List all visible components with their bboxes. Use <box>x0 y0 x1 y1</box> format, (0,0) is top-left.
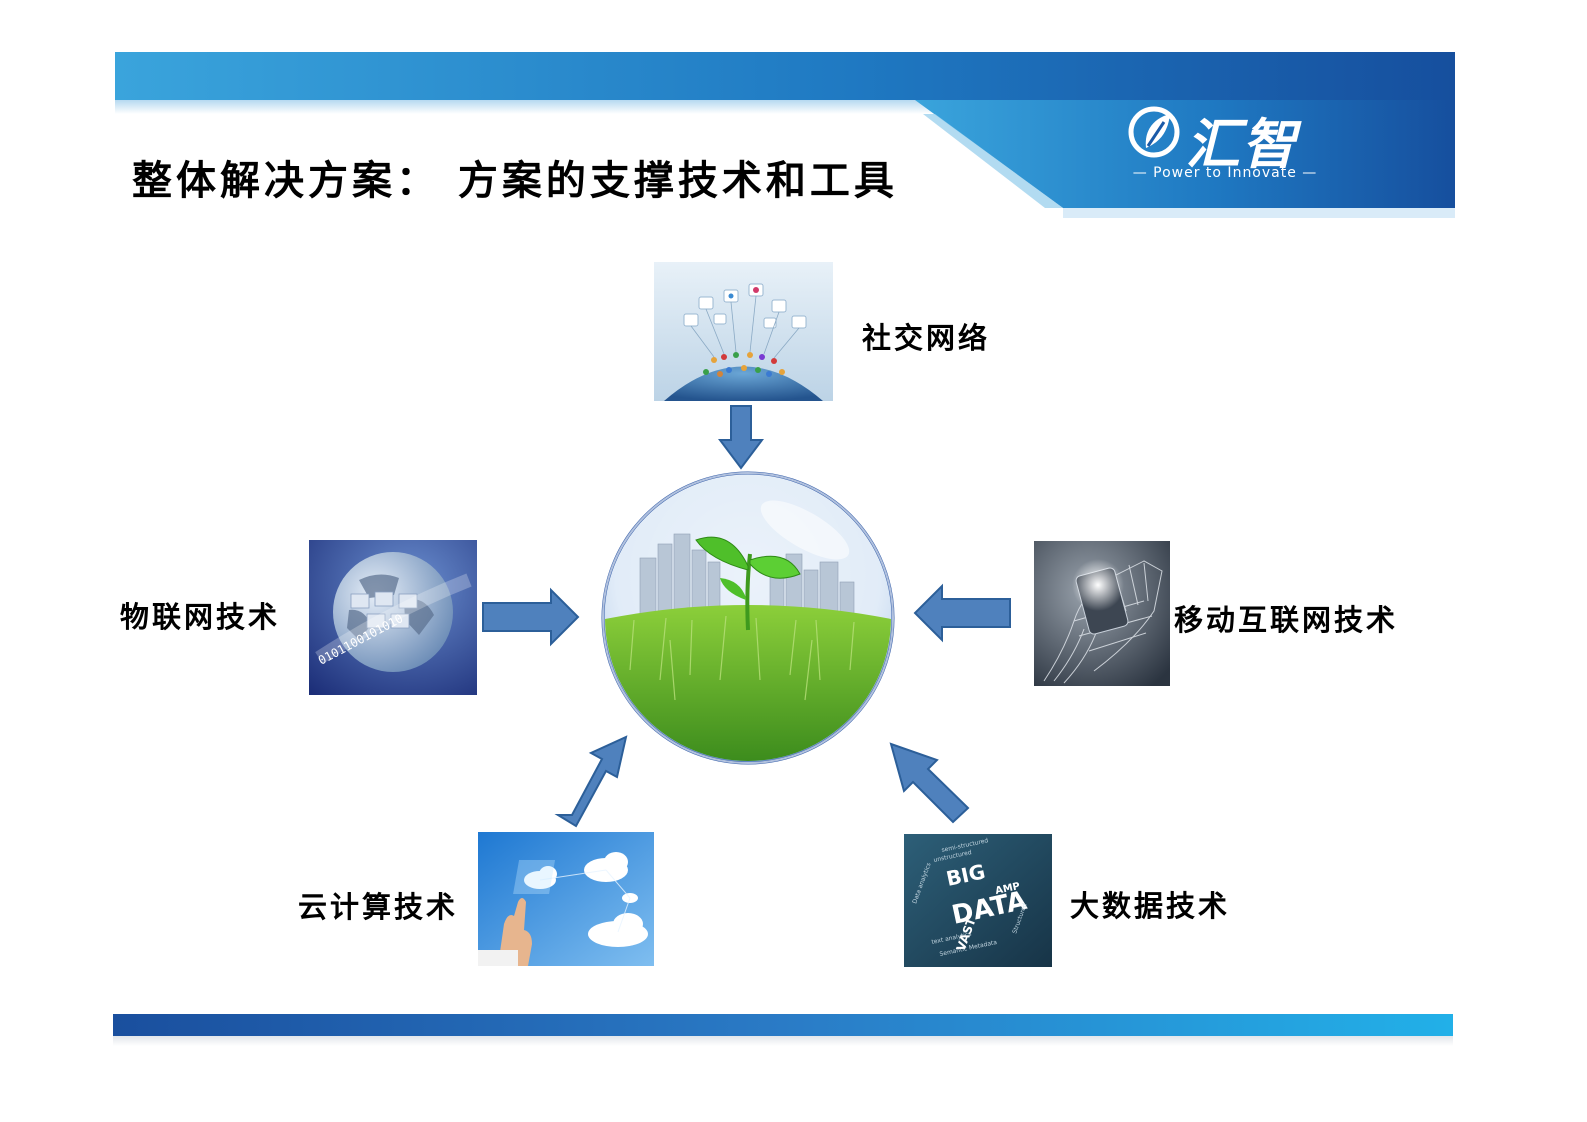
footer-shadow <box>113 1036 1453 1046</box>
iot-globe-image: 0101100101010 <box>309 540 477 695</box>
arrow-down-from-social <box>718 405 764 470</box>
green-city-sphere <box>601 471 895 765</box>
footer-bar <box>113 1014 1453 1036</box>
logo-leaf-icon <box>1128 106 1180 158</box>
header-banner <box>115 52 1455 218</box>
logo-tagline: — Power to Innovate — <box>1132 165 1318 181</box>
label-big-data: 大数据技术 <box>1070 889 1231 923</box>
label-social-network: 社交网络 <box>862 321 991 355</box>
page-title: 整体解决方案： 方案的支撑技术和工具 <box>132 157 898 204</box>
cloud-computing-image <box>478 832 654 966</box>
label-cloud-computing: 云计算技术 <box>298 890 459 924</box>
arrow-up-from-bigdata <box>889 742 970 824</box>
label-iot: 物联网技术 <box>120 600 281 634</box>
mobile-hand-image <box>1034 541 1170 686</box>
arrow-right-from-iot <box>482 587 580 647</box>
arrow-left-from-mobile <box>913 583 1011 643</box>
social-network-image <box>654 262 833 401</box>
logo-name: 汇智 <box>1186 113 1298 176</box>
big-data-image: BIG DATA AMP semi-structured unstructure… <box>904 834 1052 967</box>
label-mobile-internet: 移动互联网技术 <box>1174 603 1399 637</box>
svg-text:AMP: AMP <box>994 881 1021 897</box>
